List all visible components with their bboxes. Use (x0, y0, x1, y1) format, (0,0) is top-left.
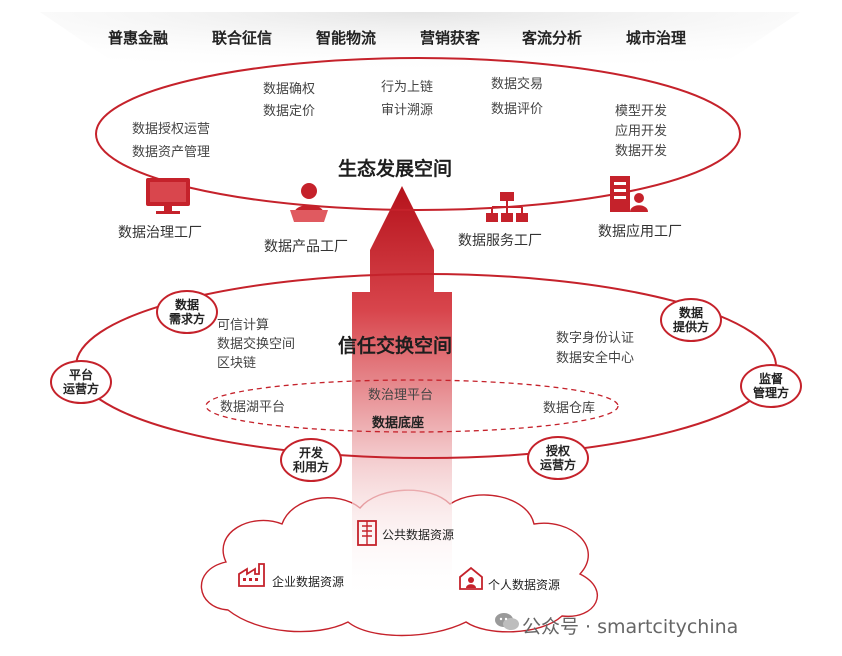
trust-item: 数据交换空间 (217, 337, 296, 352)
scenario-label: 客流分析 (522, 29, 583, 47)
trust-space-title: 信任交换空间 (338, 335, 453, 357)
trust-item: 数字身份认证 (556, 331, 635, 346)
role-badge-text: 平台 运营方 (62, 368, 99, 396)
personal-resource-label: 个人数据资源 (488, 578, 561, 592)
role-badge-platform: 平台 运营方 (50, 360, 112, 404)
role-badge-text: 开发 利用方 (292, 446, 329, 474)
role-badge-regulator: 监督 管理方 (740, 364, 802, 408)
scenario-label: 普惠金融 (108, 29, 169, 47)
scenario-label: 智能物流 (316, 29, 377, 47)
role-badge-text: 监督 管理方 (752, 372, 789, 400)
eco-item: 模型开发 (615, 104, 668, 119)
eco-item: 审计溯源 (381, 103, 434, 118)
enterprise-resource-label: 企业数据资源 (272, 575, 345, 589)
public-resource-label: 公共数据资源 (382, 528, 455, 542)
eco-space-ellipse (95, 57, 741, 211)
eco-item: 数据授权运营 (132, 122, 211, 137)
role-badge-developer: 开发 利用方 (280, 438, 342, 482)
role-badge-demand: 数据 需求方 (156, 290, 218, 334)
factory-label: 数据产品工厂 (264, 239, 348, 255)
factory-label: 数据治理工厂 (118, 225, 202, 241)
data-warehouse-label: 数据仓库 (543, 401, 596, 416)
role-badge-text: 数据 需求方 (168, 298, 205, 326)
growth-arrow (352, 186, 452, 600)
scenario-label: 城市治理 (626, 29, 687, 47)
monitor-icon (146, 178, 190, 214)
org-chart-icon (486, 192, 528, 222)
data-lake-label: 数据湖平台 (220, 400, 286, 415)
role-badge-authorized: 授权 运营方 (527, 436, 589, 480)
eco-item: 应用开发 (615, 124, 668, 139)
eco-item: 数据定价 (263, 104, 316, 119)
eco-item: 数据确权 (263, 82, 316, 97)
eco-item: 数据资产管理 (132, 145, 211, 160)
eco-space-title: 生态发展空间 (338, 158, 453, 180)
factory-icon (238, 563, 265, 587)
eco-item: 数据开发 (615, 144, 668, 159)
server-person-icon (610, 176, 648, 212)
public-building-icon (357, 520, 377, 546)
scenario-fan (40, 12, 800, 80)
home-icon (459, 566, 483, 590)
wechat-icon (495, 613, 519, 630)
governance-platform-label: 数治理平台 (368, 388, 434, 403)
scenario-label: 营销获客 (420, 29, 481, 47)
eco-item: 行为上链 (381, 80, 434, 95)
trust-item: 可信计算 (217, 318, 270, 333)
factory-label: 数据应用工厂 (598, 224, 682, 240)
trust-item: 数据安全中心 (556, 351, 635, 366)
role-badge-supply: 数据 提供方 (660, 298, 722, 342)
scenario-label: 联合征信 (212, 29, 273, 47)
eco-item: 数据评价 (491, 102, 544, 117)
eco-item: 数据交易 (491, 77, 544, 92)
person-laptop-icon (290, 183, 328, 222)
data-base-ellipse (205, 379, 619, 433)
role-badge-text: 数据 提供方 (672, 306, 709, 334)
watermark: 公众号 · smartcitychina (522, 616, 739, 638)
data-base-label: 数据底座 (372, 416, 425, 431)
trust-item: 区块链 (217, 356, 257, 371)
role-badge-text: 授权 运营方 (539, 444, 576, 472)
factory-label: 数据服务工厂 (458, 233, 542, 249)
